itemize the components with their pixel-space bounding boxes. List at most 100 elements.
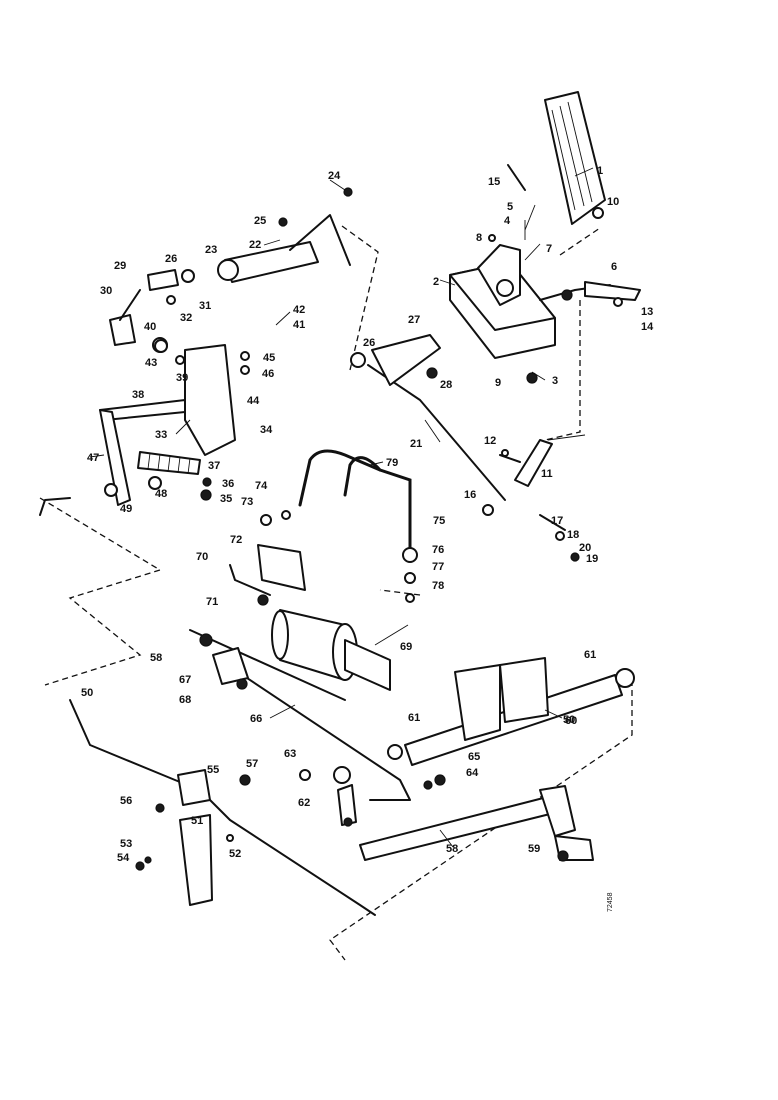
cylinder-69 xyxy=(189,544,391,701)
callout-label: 59 xyxy=(528,843,540,855)
callout-label: 18 xyxy=(567,529,579,541)
callout-label: 27 xyxy=(408,314,420,326)
callout-label: 12 xyxy=(484,435,496,447)
callout-label: 53 xyxy=(120,838,132,850)
callout-label: 73 xyxy=(241,496,253,508)
callout-label: 57 xyxy=(246,758,258,770)
callout-label: 20 xyxy=(579,542,591,554)
callout-label: 61 xyxy=(408,712,420,724)
callout-label: 77 xyxy=(432,561,444,573)
callout-label: 75 xyxy=(433,515,445,527)
callout-label: 5 xyxy=(507,201,513,213)
callout-label: 45 xyxy=(263,352,275,364)
callout-label: 15 xyxy=(488,176,500,188)
callout-label: 58 xyxy=(446,843,458,855)
callout-label: 72 xyxy=(230,534,242,546)
callout-label: 65 xyxy=(468,751,480,763)
bracket-assembly xyxy=(99,337,236,506)
callout-label: 25 xyxy=(254,215,266,227)
leader-lines xyxy=(89,167,594,848)
callout-label: 13 xyxy=(641,306,653,318)
callout-label: 10 xyxy=(607,196,619,208)
fasteners xyxy=(104,187,623,871)
callout-label: 50 xyxy=(81,687,93,699)
callout-label: 14 xyxy=(641,321,654,333)
callout-label: 34 xyxy=(260,424,273,436)
accelerator-pedal xyxy=(507,91,606,225)
callout-label: 26 xyxy=(165,253,177,265)
callout-label: 16 xyxy=(464,489,476,501)
callout-label: 36 xyxy=(222,478,234,490)
callout-label: 30 xyxy=(100,285,112,297)
callout-label: 11 xyxy=(541,468,553,480)
callout-label: 3 xyxy=(552,375,558,387)
callout-label: 68 xyxy=(179,694,191,706)
callout-label: 60 xyxy=(565,715,577,727)
callout-label: 41 xyxy=(293,319,305,331)
callout-label: 46 xyxy=(262,368,274,380)
callout-label: 1 xyxy=(597,165,603,177)
alignment-dashed-lines xyxy=(39,225,633,961)
callout-label: 61 xyxy=(584,649,596,661)
callout-label: 40 xyxy=(144,321,156,333)
callout-label: 42 xyxy=(293,304,305,316)
bent-tube xyxy=(298,449,412,552)
callout-label: 43 xyxy=(145,357,157,369)
callout-label: 50 xyxy=(563,714,575,726)
callout-label: 26 xyxy=(363,337,375,349)
callout-label: 79 xyxy=(386,457,398,469)
linkage-rod-66 xyxy=(212,647,411,826)
callout-label: 35 xyxy=(220,493,232,505)
callout-label: 7 xyxy=(546,243,552,255)
callout-label: 29 xyxy=(114,260,126,272)
callout-label: 58 xyxy=(150,652,162,664)
callout-label: 56 xyxy=(120,795,132,807)
callout-label: 74 xyxy=(255,480,268,492)
callout-label: 19 xyxy=(586,553,598,565)
lower-shaft-58 xyxy=(359,785,594,862)
callout-label: 37 xyxy=(208,460,220,472)
callout-label: 8 xyxy=(476,232,482,244)
callout-label: 69 xyxy=(400,641,412,653)
callout-label: 23 xyxy=(205,244,217,256)
callout-label: 64 xyxy=(466,767,479,779)
callout-label: 54 xyxy=(117,852,130,864)
throttle-link-rod xyxy=(367,334,506,501)
callout-label: 33 xyxy=(155,429,167,441)
lower-shaft-60 xyxy=(404,657,635,766)
callout-label: 76 xyxy=(432,544,444,556)
lever-11 xyxy=(499,439,566,531)
callout-label: 66 xyxy=(250,713,262,725)
callout-label: 71 xyxy=(206,596,218,608)
callout-label: 9 xyxy=(495,377,501,389)
callout-label: 22 xyxy=(249,239,261,251)
callout-label: 55 xyxy=(207,764,219,776)
callout-label: 39 xyxy=(176,372,188,384)
drawing-reference-code: 72458 xyxy=(607,892,614,912)
callout-label: 24 xyxy=(328,170,341,182)
callout-label: 51 xyxy=(191,815,203,827)
callout-label: 4 xyxy=(504,215,511,227)
callout-label: 63 xyxy=(284,748,296,760)
upper-shaft xyxy=(109,214,351,346)
callout-label: 32 xyxy=(180,312,192,324)
callout-label: 62 xyxy=(298,797,310,809)
pedal-bracket xyxy=(449,244,641,384)
callout-label: 48 xyxy=(155,488,167,500)
callout-label: 17 xyxy=(551,515,563,527)
callout-label: 78 xyxy=(432,580,444,592)
callout-label: 2 xyxy=(433,276,439,288)
callout-label: 47 xyxy=(87,452,99,464)
lower-left-rod xyxy=(39,497,376,916)
callout-label: 38 xyxy=(132,389,144,401)
callout-label: 44 xyxy=(247,395,260,407)
callout-label: 70 xyxy=(196,551,208,563)
callout-label: 28 xyxy=(440,379,452,391)
callout-label: 52 xyxy=(229,848,241,860)
callout-label: 67 xyxy=(179,674,191,686)
callout-label: 21 xyxy=(410,438,422,450)
callout-label: 31 xyxy=(199,300,211,312)
callout-label: 6 xyxy=(611,261,617,273)
callout-label: 49 xyxy=(120,503,132,515)
